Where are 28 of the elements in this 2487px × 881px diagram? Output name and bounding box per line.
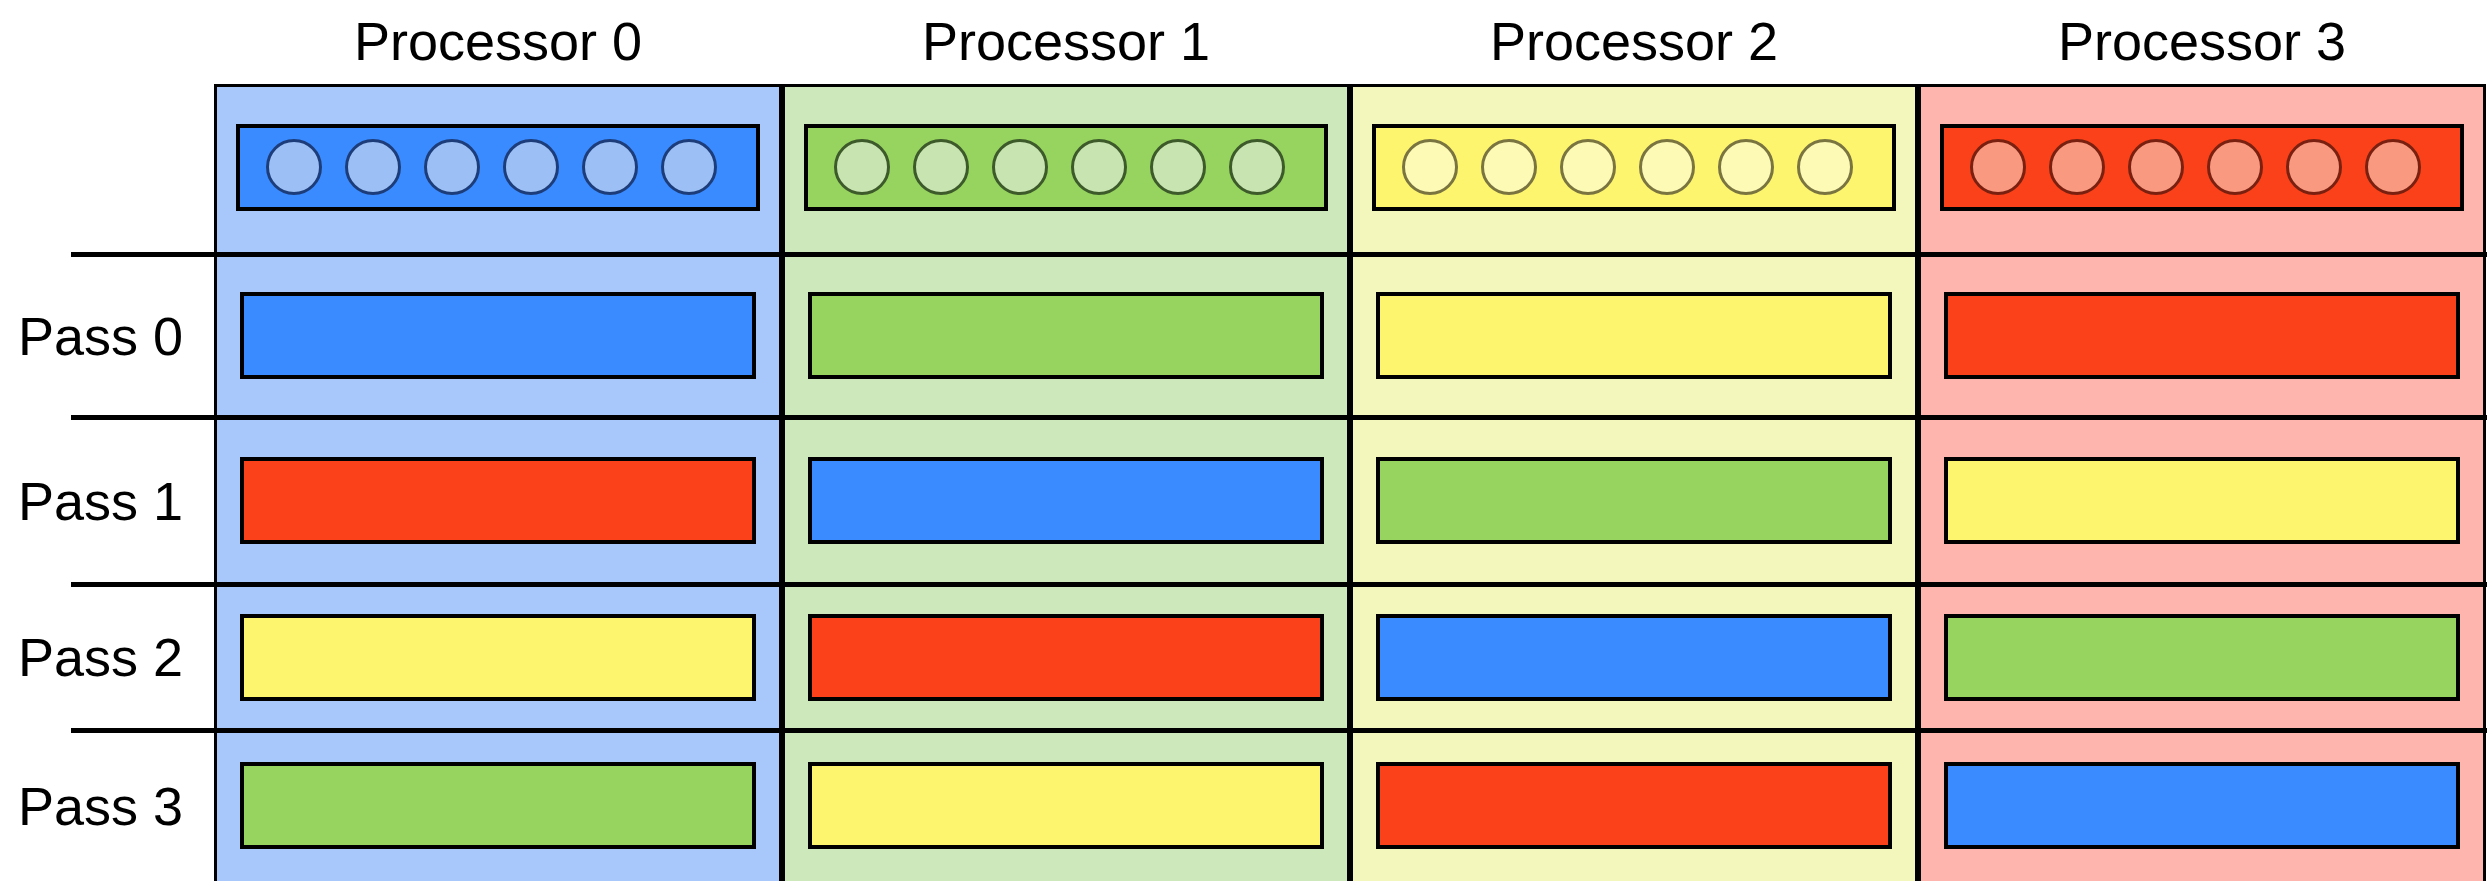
row-label: Pass 0 [18, 305, 184, 368]
data-bar [240, 614, 756, 701]
data-bar [1944, 614, 2460, 701]
column-heading: Processor 1 [920, 10, 1212, 73]
data-bar [240, 457, 756, 544]
data-bar [240, 762, 756, 849]
row-label: Pass 3 [18, 775, 184, 838]
queue-box [804, 124, 1328, 211]
data-bar [1944, 292, 2460, 379]
queue-box [236, 124, 760, 211]
data-bar [808, 762, 1324, 849]
data-bar [1376, 614, 1892, 701]
data-bar [1376, 292, 1892, 379]
column-heading: Processor 3 [2056, 10, 2348, 73]
column-heading: Processor 0 [352, 10, 644, 73]
column-heading: Processor 2 [1488, 10, 1780, 73]
data-bar [240, 292, 756, 379]
data-bar [808, 457, 1324, 544]
data-bar [1944, 457, 2460, 544]
data-bar [1376, 762, 1892, 849]
row-label: Pass 2 [18, 626, 184, 689]
queue-box [1372, 124, 1896, 211]
data-bar [808, 614, 1324, 701]
queue-box [1940, 124, 2464, 211]
data-bar [1944, 762, 2460, 849]
data-bar [1376, 457, 1892, 544]
row-label: Pass 1 [18, 470, 184, 533]
data-bar [808, 292, 1324, 379]
